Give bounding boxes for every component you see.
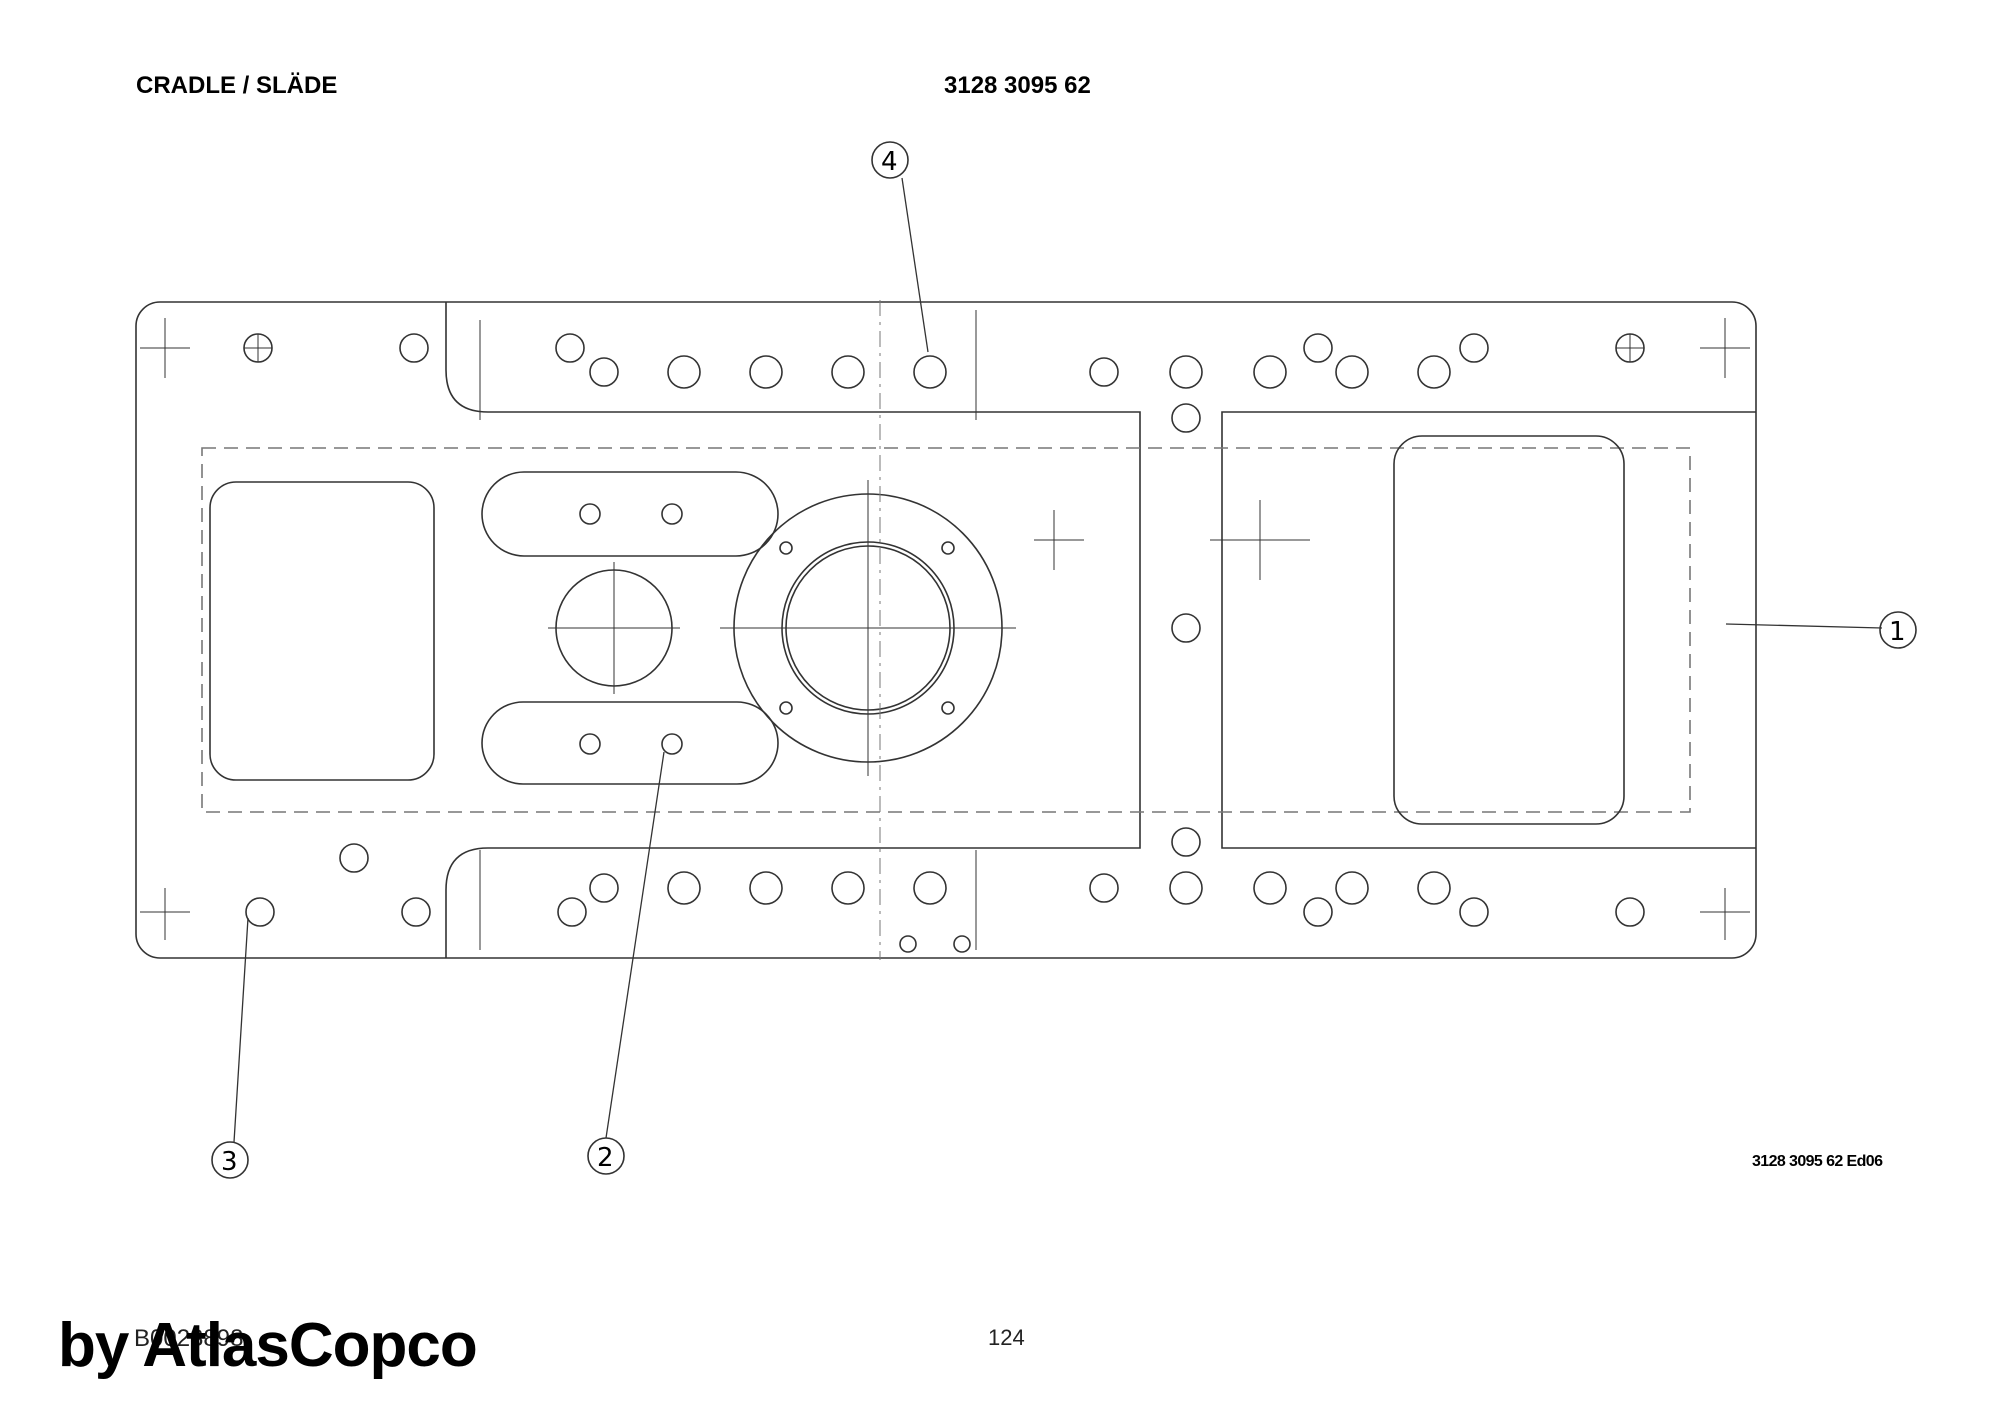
- callout-3-label: 3: [221, 1147, 238, 1177]
- document-number: B0023898: [134, 1325, 244, 1352]
- page-number: 124: [988, 1325, 1025, 1350]
- upper-slot: [481, 471, 779, 557]
- lower-slot: [481, 701, 779, 785]
- callout-1-circle: [1879, 611, 1917, 649]
- callout-2-circle: [587, 1137, 625, 1175]
- part-number: 3128 3095 62: [944, 72, 1091, 99]
- callout-3-circle: [211, 1141, 249, 1179]
- hidden-outline: [201, 447, 1691, 813]
- callout-4-label: 4: [881, 147, 898, 177]
- callout-2-label: 2: [597, 1143, 614, 1173]
- bolt-holes-lower: [245, 827, 1645, 953]
- left-window: [209, 481, 435, 781]
- callout-4-circle: [871, 141, 909, 179]
- drawing-title: CRADLE / SLÄDE: [136, 72, 338, 99]
- upper-recess-edge: [445, 302, 1141, 958]
- watermark: by AtlasCopco: [58, 1311, 478, 1380]
- callout-1-label: 1: [1889, 617, 1906, 647]
- edition-code: 3128 3095 62 Ed06: [1752, 1153, 1883, 1170]
- bolt-holes-upper: [243, 333, 1645, 433]
- leader-lines: [233, 177, 1883, 1143]
- right-window: [1393, 435, 1625, 825]
- right-block-edge: [1221, 411, 1756, 849]
- plate-outline: [135, 301, 1757, 959]
